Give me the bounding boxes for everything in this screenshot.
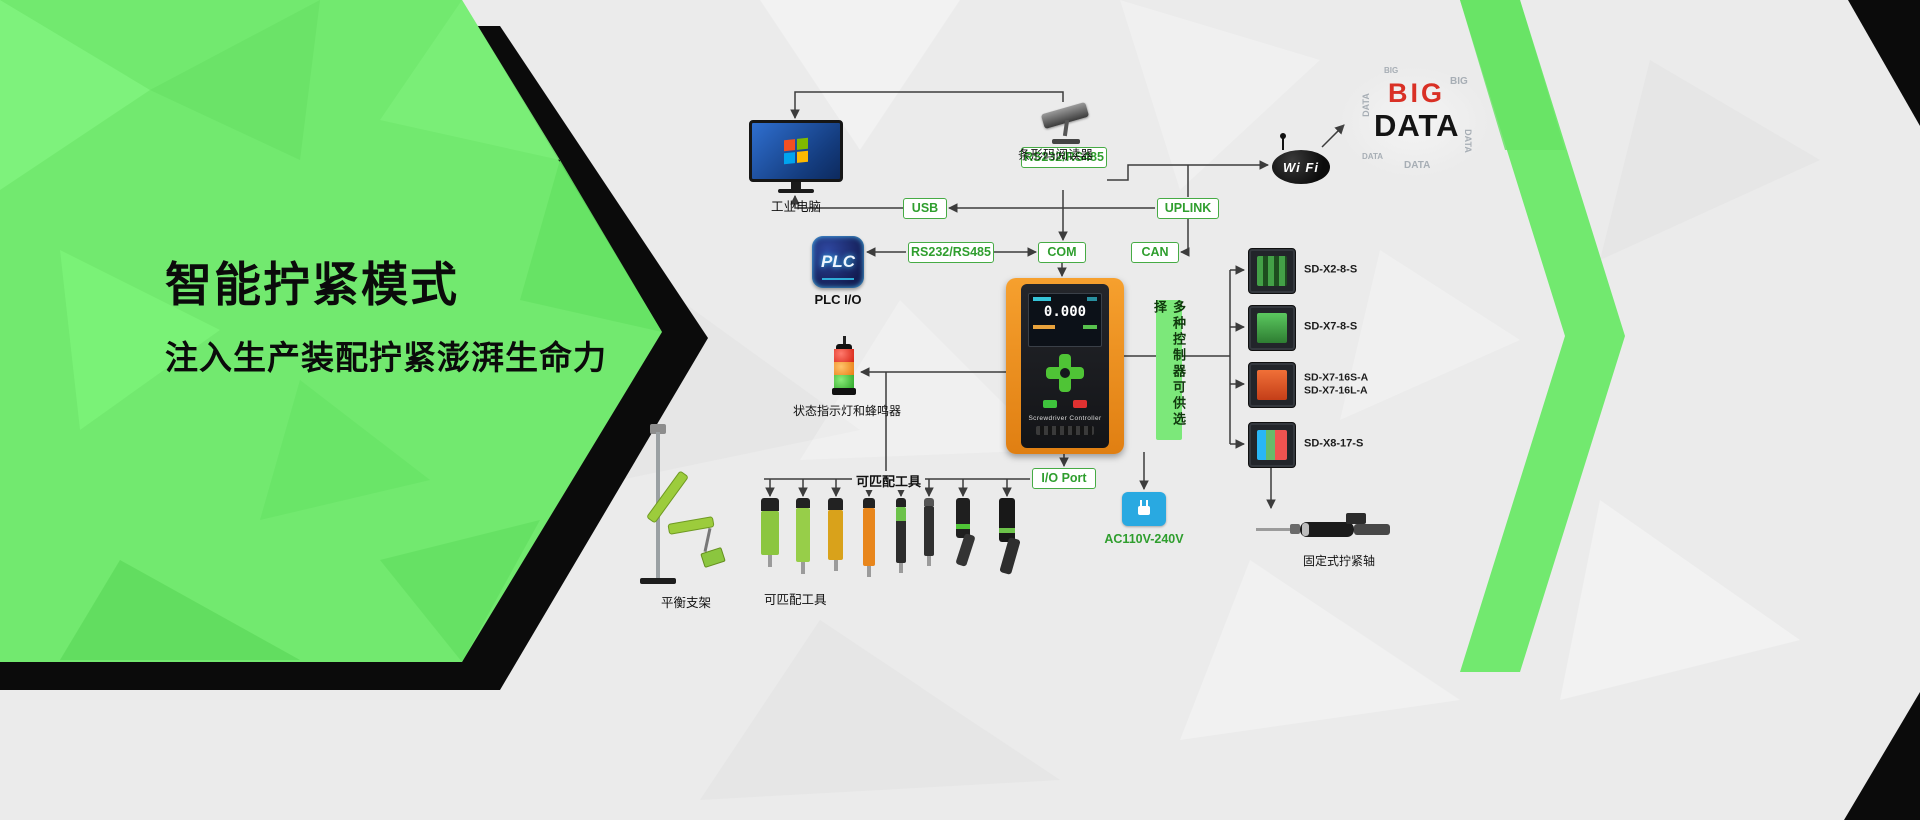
- wifi-label: Wi Fi: [1283, 159, 1319, 175]
- controller-title: Screwdriver Controller: [1028, 415, 1102, 422]
- controller-product-image: [1248, 362, 1296, 408]
- io-port-box: I/O Port: [1032, 468, 1096, 489]
- cloud-word: BIG: [1450, 76, 1468, 87]
- tool-screwdriver-4: [863, 498, 875, 577]
- status-light-tower: [831, 336, 857, 395]
- barcode-reader-label: 条形码阅读器: [1018, 148, 1094, 162]
- power-label: AC110V-240V: [1104, 532, 1184, 546]
- plc-app-icon: PLC: [812, 236, 864, 288]
- controller-product-image: [1248, 248, 1296, 294]
- industrial-pc-label: 工业电脑: [770, 200, 821, 214]
- monitor-stand: [791, 182, 801, 189]
- controller-faceplate: 0.000 Screwdriver Controller: [1021, 284, 1109, 448]
- controller-lcd: 0.000: [1028, 293, 1102, 347]
- hero-title: 智能拧紧模式: [165, 258, 459, 311]
- controller-body: 0.000 Screwdriver Controller: [1006, 278, 1124, 454]
- cloud-word: DATA: [1462, 129, 1473, 153]
- usb-box: USB: [903, 198, 947, 219]
- product-model: SD-X7-16L-A: [1304, 384, 1368, 396]
- can-box: CAN: [1131, 242, 1179, 263]
- hero-copy: 智能拧紧模式 注入生产装配拧紧澎湃生命力: [165, 246, 607, 379]
- controller-product-image: [1248, 305, 1296, 351]
- tools-bottom-label: 可匹配工具: [764, 593, 827, 607]
- tool-pistol-driver-2: [990, 498, 1024, 584]
- plc-io-label: PLC I/O: [814, 292, 862, 307]
- balance-stand-label: 平衡支架: [660, 596, 711, 610]
- status-light-label: 状态指示灯和蜂鸣器: [792, 404, 901, 418]
- screwdriver-controller: 0.000 Screwdriver Controller: [1006, 278, 1124, 454]
- industrial-pc-screen: [749, 120, 843, 182]
- controller-dpad: [1046, 354, 1084, 392]
- controller-product-3: SD-X7-16S-A SD-X7-16L-A: [1248, 362, 1428, 408]
- controller-product-4: SD-X8-17-S: [1248, 422, 1428, 468]
- hero-subtitle: 注入生产装配拧紧澎湃生命力: [165, 339, 607, 376]
- product-model: SD-X8-17-S: [1304, 437, 1364, 450]
- fixed-tightening-axis: [1256, 510, 1396, 550]
- barcode-scanner-image: [1018, 100, 1110, 144]
- big-data-cloud: DATA BIG DATA DATA BIG DATA BIG DATA: [1338, 66, 1490, 178]
- controller-green-button: [1043, 400, 1057, 408]
- power-adapter: [1122, 492, 1166, 526]
- cloud-word: DATA: [1404, 160, 1431, 171]
- wifi-node: Wi Fi: [1272, 133, 1332, 188]
- cloud-word: DATA: [1360, 93, 1371, 117]
- windows-logo-icon: [784, 137, 808, 165]
- plc-io: PLC PLC I/O: [805, 236, 871, 307]
- product-model: SD-X7-8-S: [1304, 320, 1358, 333]
- monitor-base: [778, 189, 814, 193]
- tools-top-label: 可匹配工具: [852, 471, 926, 490]
- com-box: COM: [1038, 242, 1086, 263]
- barcode-reader: 条形码阅读器 RS232/RS485: [1018, 100, 1110, 168]
- big-data-title-big: BIG: [1388, 78, 1446, 108]
- tool-screwdriver-2: [796, 498, 810, 574]
- industrial-pc: 工业电脑: [748, 120, 844, 215]
- product-model: SD-X7-16S-A: [1304, 371, 1369, 384]
- tool-screwdriver-6: [924, 498, 934, 566]
- controller-connector: [1036, 426, 1094, 435]
- controller-red-button: [1073, 400, 1087, 408]
- controller-product-1: SD-X2-8-S: [1248, 248, 1428, 294]
- balance-stand: [632, 424, 742, 590]
- plug-icon: [1136, 500, 1152, 516]
- uplink-box: UPLINK: [1157, 198, 1219, 219]
- rs232-rs485-box: RS232/RS485: [908, 242, 994, 263]
- tool-pistol-driver-1: [948, 498, 978, 578]
- big-data-title-data: DATA: [1374, 108, 1460, 143]
- tower-amber-light: [834, 362, 854, 375]
- plc-icon-text: PLC: [821, 252, 855, 271]
- tool-screwdriver-3: [828, 498, 843, 571]
- cloud-word: DATA: [1362, 152, 1384, 161]
- controller-product-2: SD-X7-8-S: [1248, 305, 1428, 351]
- plc-circuit-trace: [822, 278, 854, 280]
- tool-screwdriver-1: [761, 498, 779, 567]
- controller-screen-value: 0.000: [1043, 304, 1087, 320]
- tower-green-light: [834, 375, 854, 388]
- wifi-antenna: [1280, 133, 1286, 150]
- tower-red-light: [834, 349, 854, 362]
- cloud-word: BIG: [1384, 66, 1399, 75]
- multi-controller-note: 多种控制器可供选择: [1152, 300, 1186, 440]
- barcode-port-box: RS232/RS485: [1021, 147, 1107, 168]
- tool-screwdriver-5: [896, 498, 906, 573]
- product-model: SD-X2-8-S: [1304, 263, 1358, 276]
- controller-product-image: [1248, 422, 1296, 468]
- fixed-axis-label: 固定式拧紧轴: [1302, 554, 1375, 568]
- wifi-icon: Wi Fi: [1272, 150, 1330, 184]
